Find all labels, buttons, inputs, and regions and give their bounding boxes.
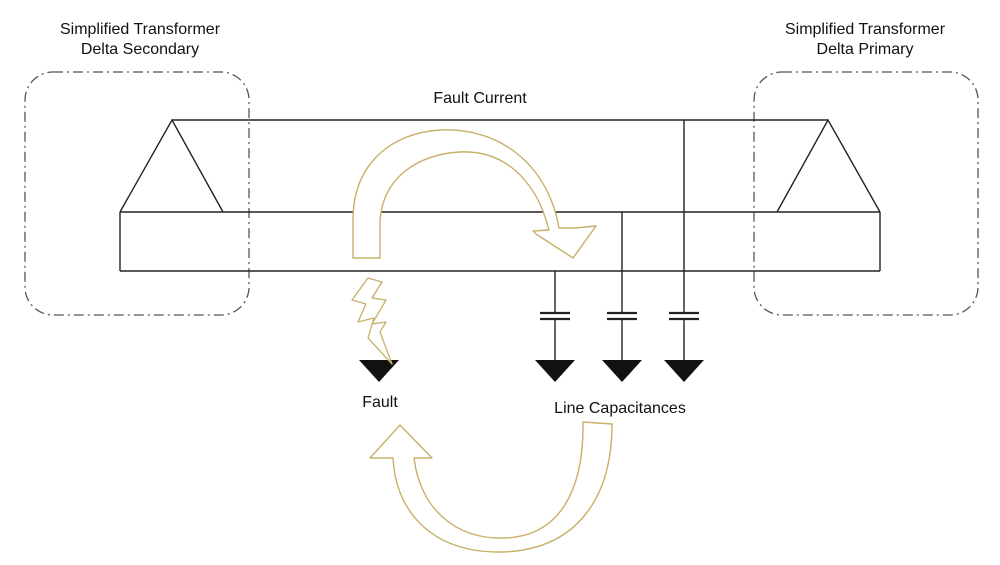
fault-label: Fault [362,394,398,411]
secondary-transformer-label: Simplified Transformer Delta Secondary [30,20,250,60]
primary-delta-triangle [776,118,881,213]
secondary-transformer-box [24,71,250,316]
fault-current-label: Fault Current [433,90,527,107]
primary-label-line2: Delta Primary [816,41,914,58]
secondary-label-line2: Delta Secondary [80,41,200,58]
primary-label-line1: Simplified Transformer [784,21,946,38]
line-capacitor-1 [535,271,575,382]
fault-current-arrow-lower [369,421,613,553]
lightning-bolt-icon [351,277,393,365]
fault-current-arrow-upper [352,129,597,259]
line-capacitor-3 [664,120,704,382]
line-capacitances-label: Line Capacitances [554,400,686,417]
primary-transformer-box [753,71,979,316]
secondary-label-line1: Simplified Transformer [59,21,221,38]
secondary-delta-triangle [119,118,224,213]
primary-transformer-label: Simplified Transformer Delta Primary [750,20,980,60]
line-capacitor-2 [602,212,642,382]
fault-ground-icon [359,360,399,382]
